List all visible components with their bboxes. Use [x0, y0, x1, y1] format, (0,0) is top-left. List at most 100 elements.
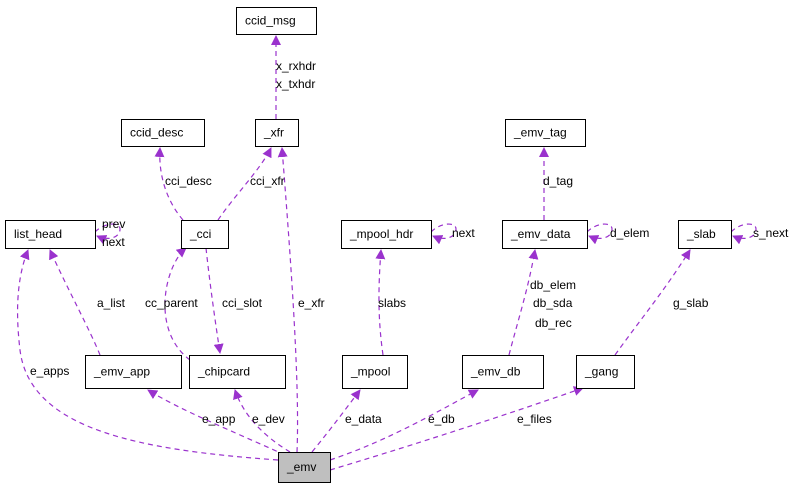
edge-emv_app-to-list_head: [49, 249, 101, 356]
edge-mpool_hdr-to-mpool_hdr: [430, 223, 457, 245]
node-box: [462, 355, 544, 389]
node-box: [502, 220, 588, 249]
edge-emv-to-emv_app: [147, 389, 286, 456]
edge-label: prev: [102, 217, 125, 231]
edge-label: e_app: [202, 412, 236, 426]
node-label: _xfr: [263, 126, 284, 140]
edge-line: [49, 249, 101, 356]
node-slab[interactable]: _slab: [678, 220, 732, 249]
edge-label: cci_desc: [165, 174, 212, 188]
node-xfr[interactable]: _xfr: [255, 119, 299, 147]
node-label: _emv_db: [470, 365, 521, 379]
node-box: [189, 355, 286, 389]
edge-line: [375, 249, 386, 356]
edge-label: x_txhdr: [276, 77, 315, 91]
edge-line: [508, 249, 539, 356]
edge-emv-to-chipcard: [233, 389, 291, 453]
edge-line: [16, 249, 279, 461]
edge-label: e_db: [428, 412, 455, 426]
edge-label: next: [102, 235, 125, 249]
edge-gang-to-slab: [614, 249, 691, 356]
node-box: [85, 355, 182, 389]
node-box: [678, 220, 732, 249]
edge-line: [329, 389, 479, 461]
edge-emv-to-mpool: [311, 389, 361, 453]
edge-line: [217, 147, 272, 221]
node-label: _cci: [189, 227, 211, 241]
edge-label: db_rec: [535, 316, 572, 330]
node-mpool-hdr[interactable]: _mpool_hdr: [341, 220, 432, 249]
edge-label: cci_slot: [222, 296, 263, 310]
node-label: _emv_app: [93, 365, 150, 379]
node-box: [341, 220, 432, 249]
edge-line: [430, 223, 457, 245]
node-ccid-msg[interactable]: ccid_msg: [236, 7, 317, 35]
edge-emv_data-to-emv_data: [586, 223, 613, 245]
node-box: [576, 355, 635, 389]
node-emv-db[interactable]: _emv_db: [462, 355, 544, 389]
edge-label: e_files: [517, 412, 552, 426]
edge-label: x_rxhdr: [276, 59, 316, 73]
nodes-layer: ccid_msg ccid_desc _xfr _emv_tag list_head _c…: [5, 7, 732, 483]
node-label: _gang: [584, 365, 618, 379]
node-label: _emv_tag: [513, 126, 567, 140]
edge-emv-to-xfr: [277, 147, 299, 453]
edge-emv-to-list_head: [16, 249, 279, 461]
node-label: _chipcard: [197, 365, 250, 379]
edge-label: d_elem: [610, 226, 649, 240]
edge-label: e_data: [345, 412, 382, 426]
edge-mpool-to-mpool_hdr: [375, 249, 386, 356]
edge-label: slabs: [378, 296, 406, 310]
edge-line: [311, 389, 361, 453]
edge-label: e_apps: [30, 364, 69, 378]
edge-line: [147, 389, 286, 456]
edge-label: e_dev: [252, 412, 285, 426]
edge-label: cc_parent: [145, 296, 198, 310]
edge-label: a_list: [97, 296, 126, 310]
node-chipcard[interactable]: _chipcard: [189, 355, 286, 389]
edge-label: next: [452, 226, 475, 240]
edge-label: db_elem: [530, 278, 576, 292]
edge-emv-to-gang: [329, 386, 584, 471]
node-list-head[interactable]: list_head: [5, 220, 96, 249]
node-label: ccid_desc: [130, 126, 183, 140]
node-box: [342, 355, 408, 389]
node-label: _mpool: [350, 365, 390, 379]
node-label: ccid_msg: [245, 14, 296, 28]
edge-emv-to-emv_db: [329, 389, 479, 461]
node-emv-app[interactable]: _emv_app: [85, 355, 182, 389]
node-label: _mpool_hdr: [349, 227, 413, 241]
node-box: [278, 452, 331, 483]
edge-line: [329, 386, 584, 471]
edge-label: cci_xfr: [250, 174, 285, 188]
node-label: _emv: [286, 460, 316, 474]
edge-label: s_next: [753, 226, 789, 240]
node-box: [236, 7, 317, 35]
node-ccid-desc[interactable]: ccid_desc: [121, 119, 205, 147]
node-box: [181, 220, 229, 249]
node-box: [255, 119, 299, 147]
edge-label: g_slab: [673, 296, 709, 310]
node-emv[interactable]: _emv: [278, 452, 331, 483]
node-mpool[interactable]: _mpool: [342, 355, 408, 389]
node-gang[interactable]: _gang: [576, 355, 635, 389]
node-box: [505, 119, 586, 147]
edge-label: d_tag: [543, 174, 573, 188]
edge-slab-to-slab: [730, 223, 757, 245]
edge-cci-to-xfr: [217, 147, 272, 221]
edge-line: [277, 147, 299, 453]
edges-layer: [16, 35, 757, 471]
node-emv-tag[interactable]: _emv_tag: [505, 119, 586, 147]
edge-line: [730, 223, 757, 245]
node-cci[interactable]: _cci: [181, 220, 229, 249]
edge-line: [586, 223, 613, 245]
node-emv-data[interactable]: _emv_data: [502, 220, 588, 249]
edge-line: [205, 247, 224, 354]
edge-line: [233, 389, 291, 453]
node-box: [121, 119, 205, 147]
edge-label: db_sda: [533, 296, 573, 310]
node-label: _emv_data: [510, 227, 571, 241]
edge-cci-to-chipcard: [205, 247, 224, 354]
